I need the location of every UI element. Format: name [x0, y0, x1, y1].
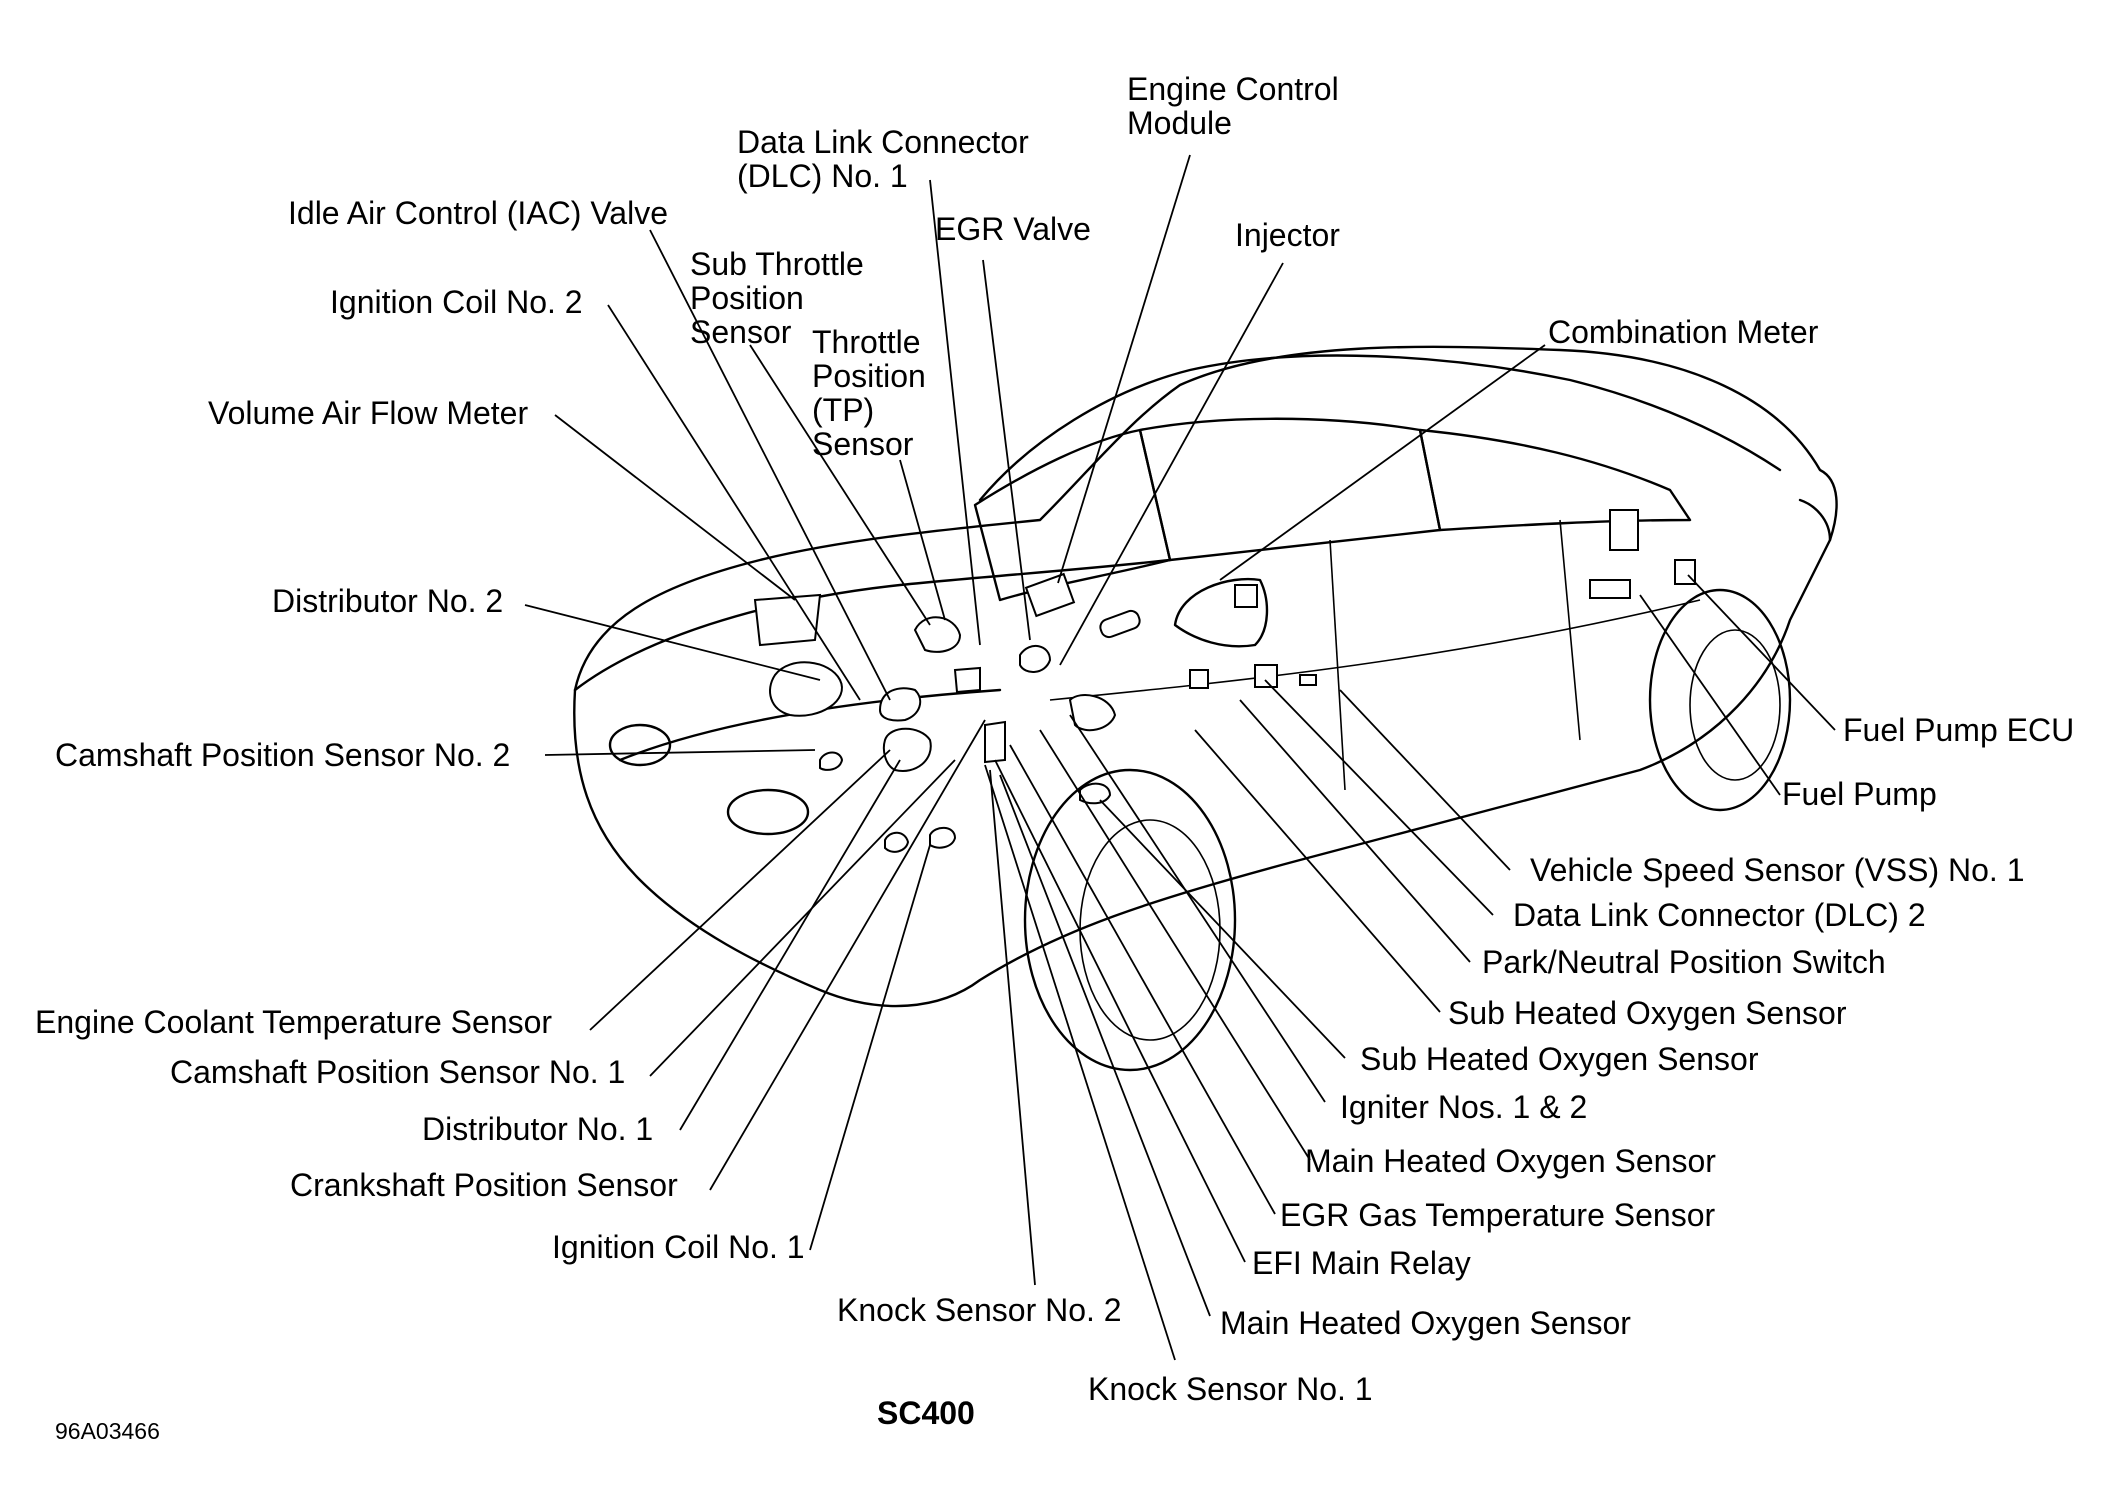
label-dlc1: Data Link Connector (DLC) No. 1: [737, 125, 1029, 193]
label-line: Sensor: [690, 314, 792, 350]
label-park-neutral: Park/Neutral Position Switch: [1482, 944, 1886, 980]
model-title: SC400: [877, 1395, 975, 1431]
leader-lines: [524, 154, 1836, 1361]
label-combination-meter: Combination Meter: [1548, 314, 1819, 350]
label-camshaft-1: Camshaft Position Sensor No. 1: [170, 1054, 626, 1090]
label-distributor-1: Distributor No. 1: [422, 1111, 654, 1147]
label-main-heated-o2-b: Main Heated Oxygen Sensor: [1220, 1305, 1631, 1341]
label-main-heated-o2-a: Main Heated Oxygen Sensor: [1305, 1143, 1716, 1179]
label-injector: Injector: [1235, 217, 1340, 253]
label-fuel-pump: Fuel Pump: [1782, 776, 1937, 812]
label-egr-gas-temp: EGR Gas Temperature Sensor: [1280, 1197, 1716, 1233]
label-sub-heated-o2-a: Sub Heated Oxygen Sensor: [1448, 995, 1847, 1031]
label-line: Sub Throttle: [690, 246, 864, 282]
label-iac-valve: Idle Air Control (IAC) Valve: [288, 195, 668, 231]
label-egr-valve: EGR Valve: [935, 211, 1091, 247]
label-vss1: Vehicle Speed Sensor (VSS) No. 1: [1530, 852, 2025, 888]
label-knock-1: Knock Sensor No. 1: [1088, 1371, 1373, 1407]
label-line: Sensor: [812, 426, 914, 462]
label-ignition-coil-1: Ignition Coil No. 1: [552, 1229, 805, 1265]
label-line: (TP): [812, 392, 875, 428]
label-sub-throttle: Sub Throttle Position Sensor: [690, 247, 864, 349]
label-camshaft-2: Camshaft Position Sensor No. 2: [55, 737, 511, 773]
car-body: [573, 345, 1838, 1072]
label-vaf-meter: Volume Air Flow Meter: [208, 395, 529, 431]
label-line: Position: [812, 358, 926, 394]
label-line: Data Link Connector: [737, 124, 1029, 160]
label-line: Position: [690, 280, 804, 316]
label-throttle-position: Throttle Position (TP) Sensor: [812, 325, 926, 461]
label-fuel-pump-ecu: Fuel Pump ECU: [1843, 712, 2075, 748]
label-ignition-coil-2: Ignition Coil No. 2: [330, 284, 583, 320]
label-line: (DLC) No. 1: [737, 158, 908, 194]
label-sub-heated-o2-b: Sub Heated Oxygen Sensor: [1360, 1041, 1759, 1077]
label-engine-control-module: Engine Control Module: [1127, 72, 1339, 140]
label-igniter: Igniter Nos. 1 & 2: [1340, 1089, 1588, 1125]
label-dlc2: Data Link Connector (DLC) 2: [1513, 897, 1926, 933]
label-line: Engine Control: [1127, 71, 1339, 107]
label-distributor-2: Distributor No. 2: [272, 583, 504, 619]
figure-code: 96A03466: [55, 1418, 160, 1444]
label-efi-main-relay: EFI Main Relay: [1252, 1245, 1471, 1281]
components: [753, 509, 1696, 853]
label-line: Module: [1127, 105, 1232, 141]
label-knock-2: Knock Sensor No. 2: [837, 1292, 1122, 1328]
label-line: Throttle: [812, 324, 921, 360]
label-crankshaft: Crankshaft Position Sensor: [290, 1167, 678, 1203]
label-engine-coolant: Engine Coolant Temperature Sensor: [35, 1004, 553, 1040]
